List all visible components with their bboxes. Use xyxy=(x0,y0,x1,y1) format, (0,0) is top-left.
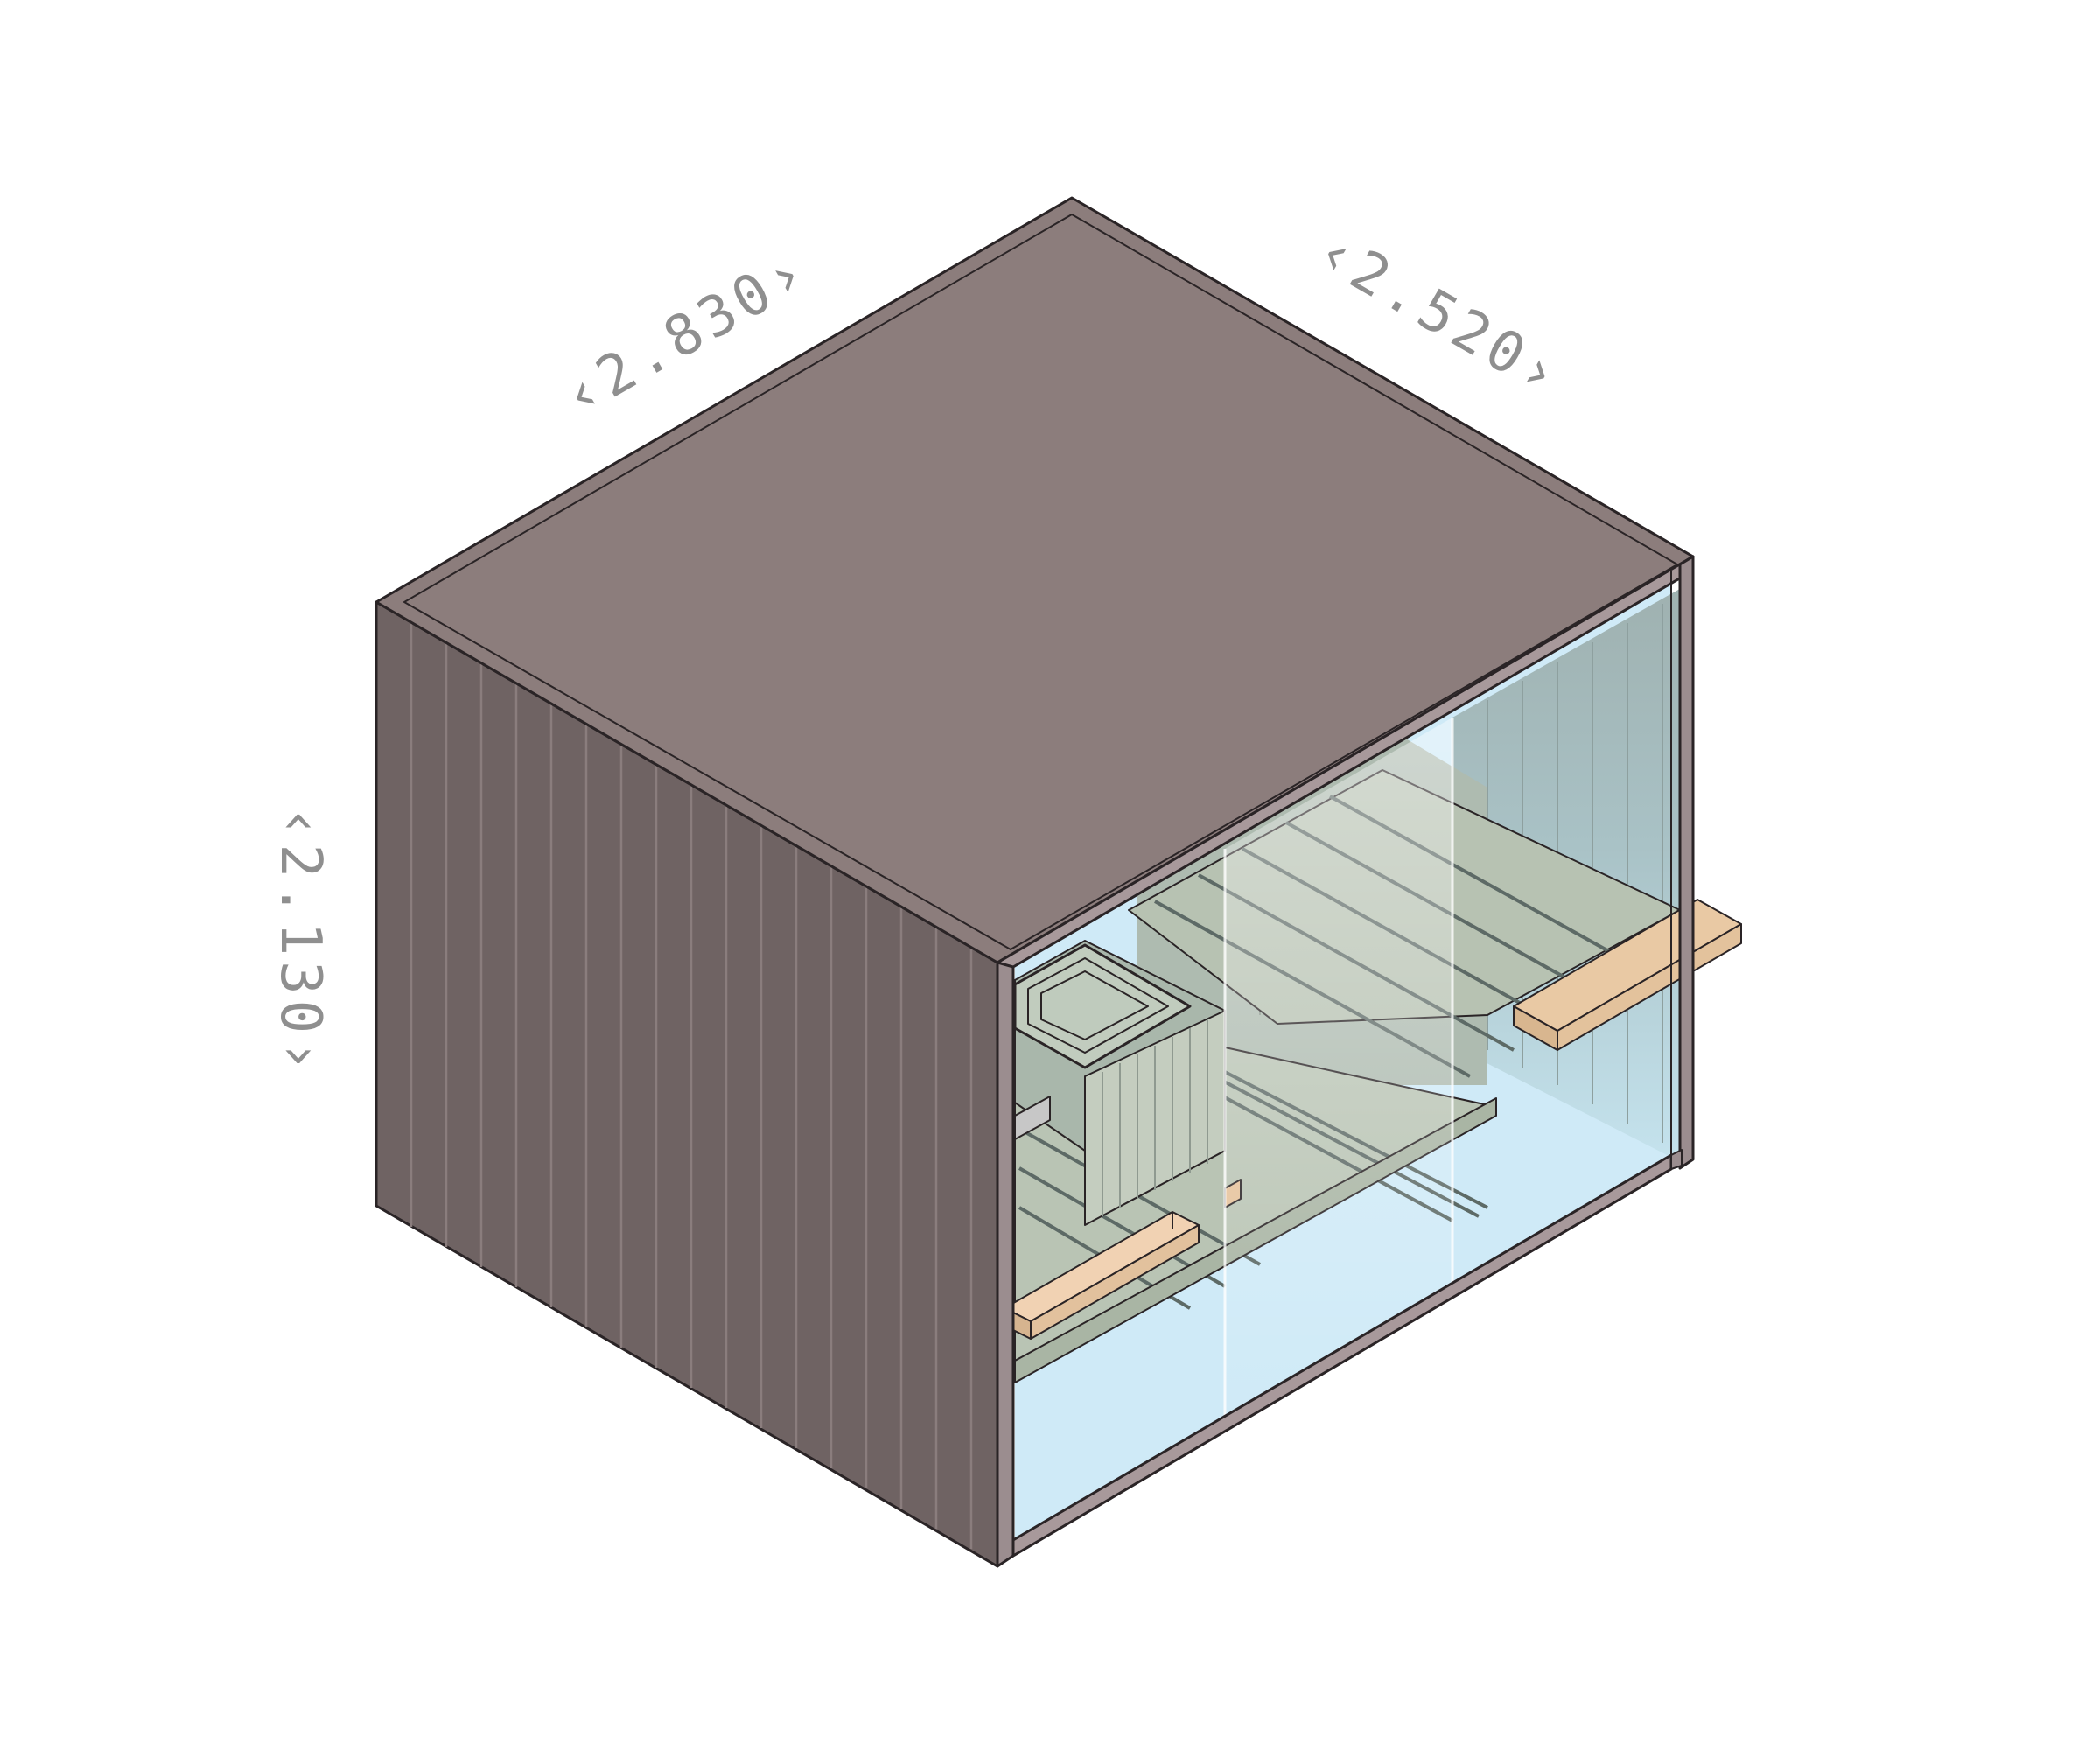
sauna-heater xyxy=(1013,940,1226,1226)
dimension-height-label: ‹2.130› xyxy=(268,805,332,1078)
right-corner-post xyxy=(1678,555,1695,1170)
left-wall-slats xyxy=(410,623,973,1549)
sauna-shell xyxy=(374,196,1695,1568)
heater-handle xyxy=(1014,1096,1051,1140)
corner-post xyxy=(996,950,1015,1568)
glass-door-panel xyxy=(1225,718,1452,1426)
